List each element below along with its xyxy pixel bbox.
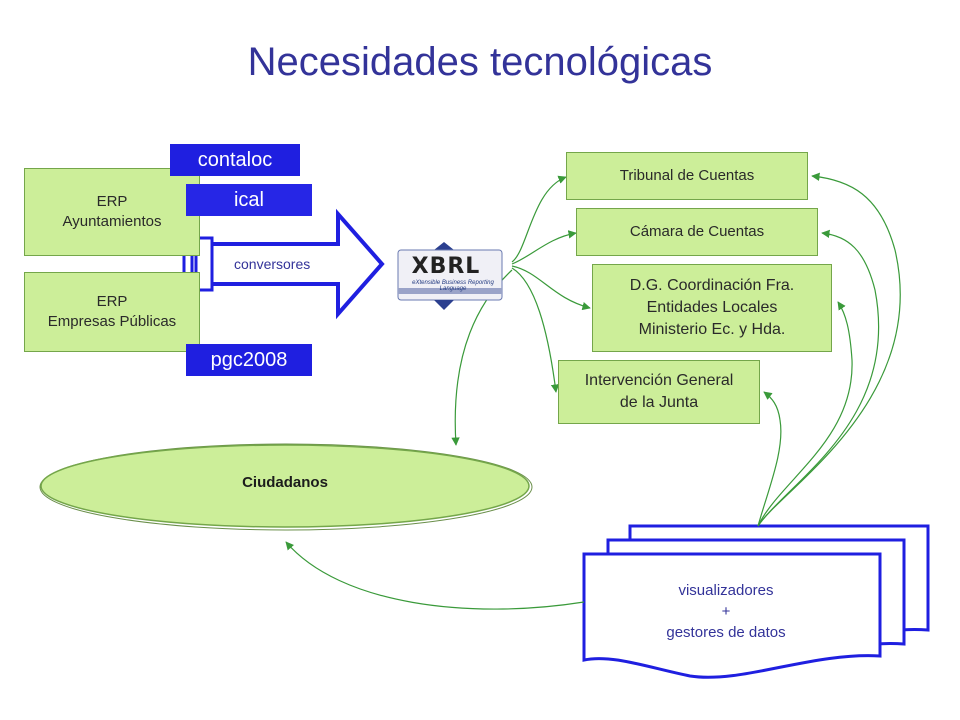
citizens-ellipse [40,444,530,528]
xbrl-logo-subtitle: eXtensible Business Reporting Language [412,280,494,292]
doc-connector-to-intervencion [757,391,782,527]
xbrl-logo: XBRL eXtensible Business Reporting Langu… [392,240,512,314]
erp-empresas-box[interactable]: ERP Empresas Públicas [24,272,200,352]
tag-pgc2008: pgc2008 [186,344,312,376]
erp-ayuntamientos-box[interactable]: ERP Ayuntamientos [24,168,200,256]
tools-label: visualizadores + gestores de datos [666,582,786,641]
tribunal-box[interactable]: Tribunal de Cuentas [566,152,808,200]
converter-label: conversores [234,256,311,272]
tag-contaloc: contaloc [170,144,300,176]
citizens-label: Ciudadanos [242,474,328,491]
connector-to-dg [511,265,591,311]
doc-connector-to-dg [757,301,853,527]
xbrl-logo-word: XBRL [411,254,481,279]
bracket-bar-right [194,236,214,292]
tag-ical: ical [186,184,312,216]
connector-to-camara [511,230,577,265]
doc-connector-to-camara [757,229,880,527]
connector-to-tribunal [511,175,567,263]
intervencion-box[interactable]: Intervención General de la Junta [558,360,760,424]
doc-connector-to-tribunal [757,172,901,527]
page-title: Necesidades tecnológicas [247,40,713,84]
converter-arrow [196,208,385,320]
document-front [582,552,882,679]
xbrl-logo-shape [397,242,503,310]
camara-box[interactable]: Cámara de Cuentas [576,208,818,256]
doc-connector-to-citizens [285,541,585,610]
connector-to-intervencion [511,267,560,393]
dg-coordinacion-box[interactable]: D.G. Coordinación Fra. Entidades Locales… [592,264,832,352]
